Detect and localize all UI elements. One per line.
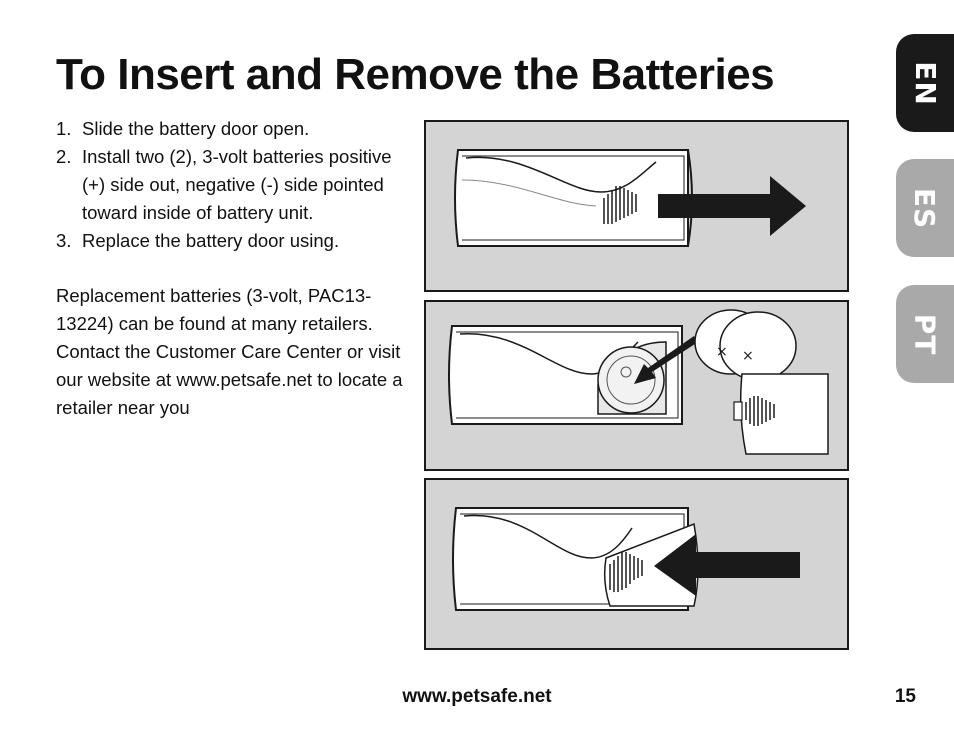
language-tab-en[interactable]: EN — [896, 34, 954, 132]
battery-unit-drawing — [454, 149, 806, 247]
footer-website-link[interactable]: www.petsafe.net — [402, 686, 552, 707]
battery-mark: × — [742, 348, 754, 364]
arrow-left-icon — [654, 534, 800, 596]
page-number: 15 — [894, 686, 916, 707]
step-number: 1. — [56, 118, 72, 139]
arrow-right-icon — [658, 176, 806, 236]
language-tab-label: PT — [908, 313, 942, 355]
arrow-diagonal-icon — [634, 336, 698, 384]
battery-unit-drawing: × × — [448, 309, 829, 455]
illustration-slide-door-open — [424, 120, 849, 292]
battery-coin-icon — [719, 311, 797, 381]
step-item: 1. Slide the battery door open. — [56, 115, 411, 143]
illustration-install-batteries: × × — [424, 300, 849, 471]
step-item: 3. Replace the battery door using. — [56, 227, 411, 255]
battery-mark: × — [716, 344, 728, 360]
battery-unit-drawing — [452, 507, 800, 611]
language-tab-label: ES — [908, 187, 942, 229]
step-text: Replace the battery door using. — [82, 230, 340, 251]
battery-door-icon — [739, 373, 829, 455]
replacement-note: Replacement batteries (3-volt, PAC13-132… — [56, 285, 403, 418]
language-tab-es[interactable]: ES — [896, 159, 954, 257]
step-text: Slide the battery door open. — [82, 118, 310, 139]
step-item: 2. Install two (2), 3-volt batteries pos… — [56, 143, 411, 227]
step-text: Install two (2), 3-volt batteries positi… — [82, 146, 392, 223]
language-tab-label: EN — [908, 60, 942, 106]
page-title: To Insert and Remove the Batteries — [56, 50, 775, 99]
step-number: 2. — [56, 146, 72, 167]
illustration-replace-door — [424, 478, 849, 650]
language-tab-pt[interactable]: PT — [896, 285, 954, 383]
instruction-steps: 1. Slide the battery door open. 2. Insta… — [56, 115, 411, 255]
step-number: 3. — [56, 230, 72, 251]
